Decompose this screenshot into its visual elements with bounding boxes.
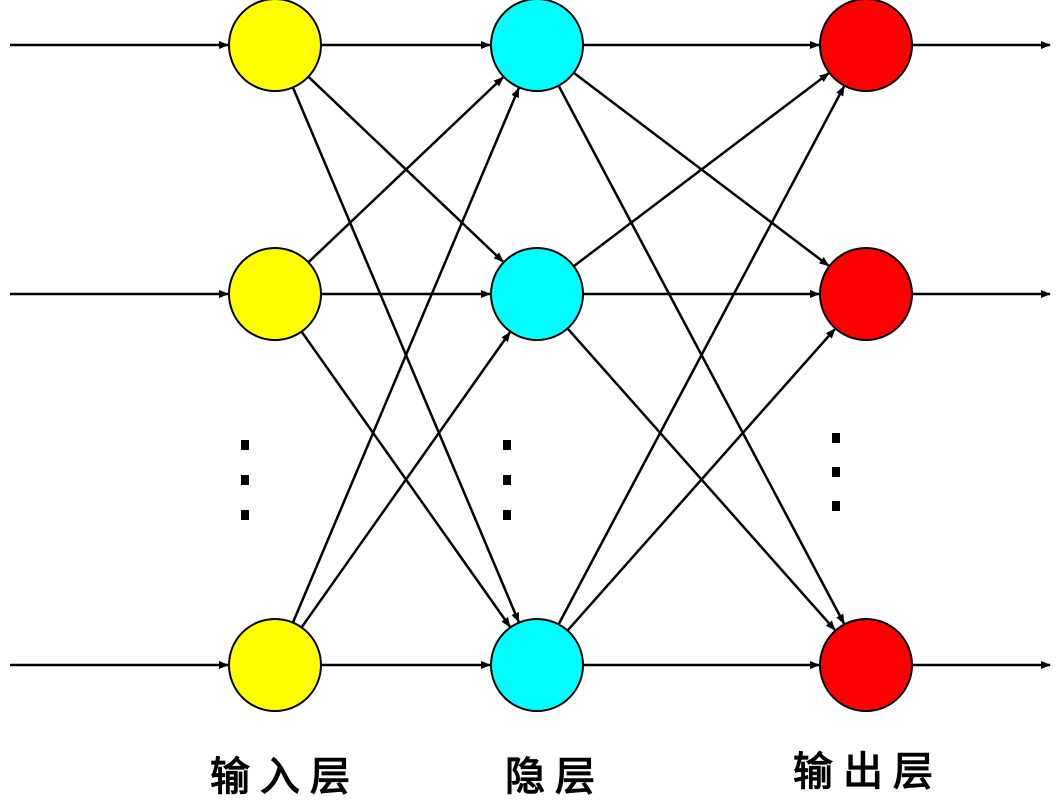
output-layer-label: 输出层	[793, 749, 943, 795]
ellipsis-dot	[832, 501, 840, 511]
input-arrows	[10, 41, 229, 669]
input-node-3	[228, 618, 322, 712]
ellipsis-dot	[832, 467, 840, 477]
ellipsis-dot	[503, 510, 511, 520]
edge-input-2-hidden-1	[307, 76, 504, 264]
edge-hidden-3-output-1	[557, 85, 846, 625]
ellipsis-dot	[241, 475, 249, 485]
neuron-nodes	[228, 0, 913, 712]
edge-input-3-hidden-2	[300, 331, 511, 629]
ellipsis-dot	[241, 440, 249, 450]
output-node-2	[819, 247, 913, 341]
input-node-1	[228, 0, 322, 92]
hidden-output-connections	[557, 41, 846, 669]
hidden-node-3	[490, 618, 584, 712]
input-ellipsis	[241, 440, 249, 520]
ellipsis-dot	[241, 510, 249, 520]
hidden-ellipsis	[503, 440, 511, 520]
output-node-1	[819, 0, 913, 92]
hidden-node-2	[490, 247, 584, 341]
hidden-node-1	[490, 0, 584, 92]
input-node-2	[228, 247, 322, 341]
output-ellipsis	[832, 433, 840, 511]
ellipsis-dot	[503, 440, 511, 450]
edge-hidden-2-output-1	[572, 72, 830, 268]
ellipsis-dot	[832, 433, 840, 443]
edge-input-3-hidden-1	[291, 87, 520, 624]
output-arrows	[912, 41, 1051, 669]
ellipsis-dot	[503, 475, 511, 485]
output-node-3	[819, 618, 913, 712]
input-layer-label: 输入层	[210, 754, 360, 800]
edge-hidden-3-output-2	[566, 328, 836, 632]
hidden-layer-label: 隐层	[505, 754, 605, 800]
input-hidden-connections	[291, 41, 520, 669]
ellipsis-dots	[241, 433, 840, 520]
